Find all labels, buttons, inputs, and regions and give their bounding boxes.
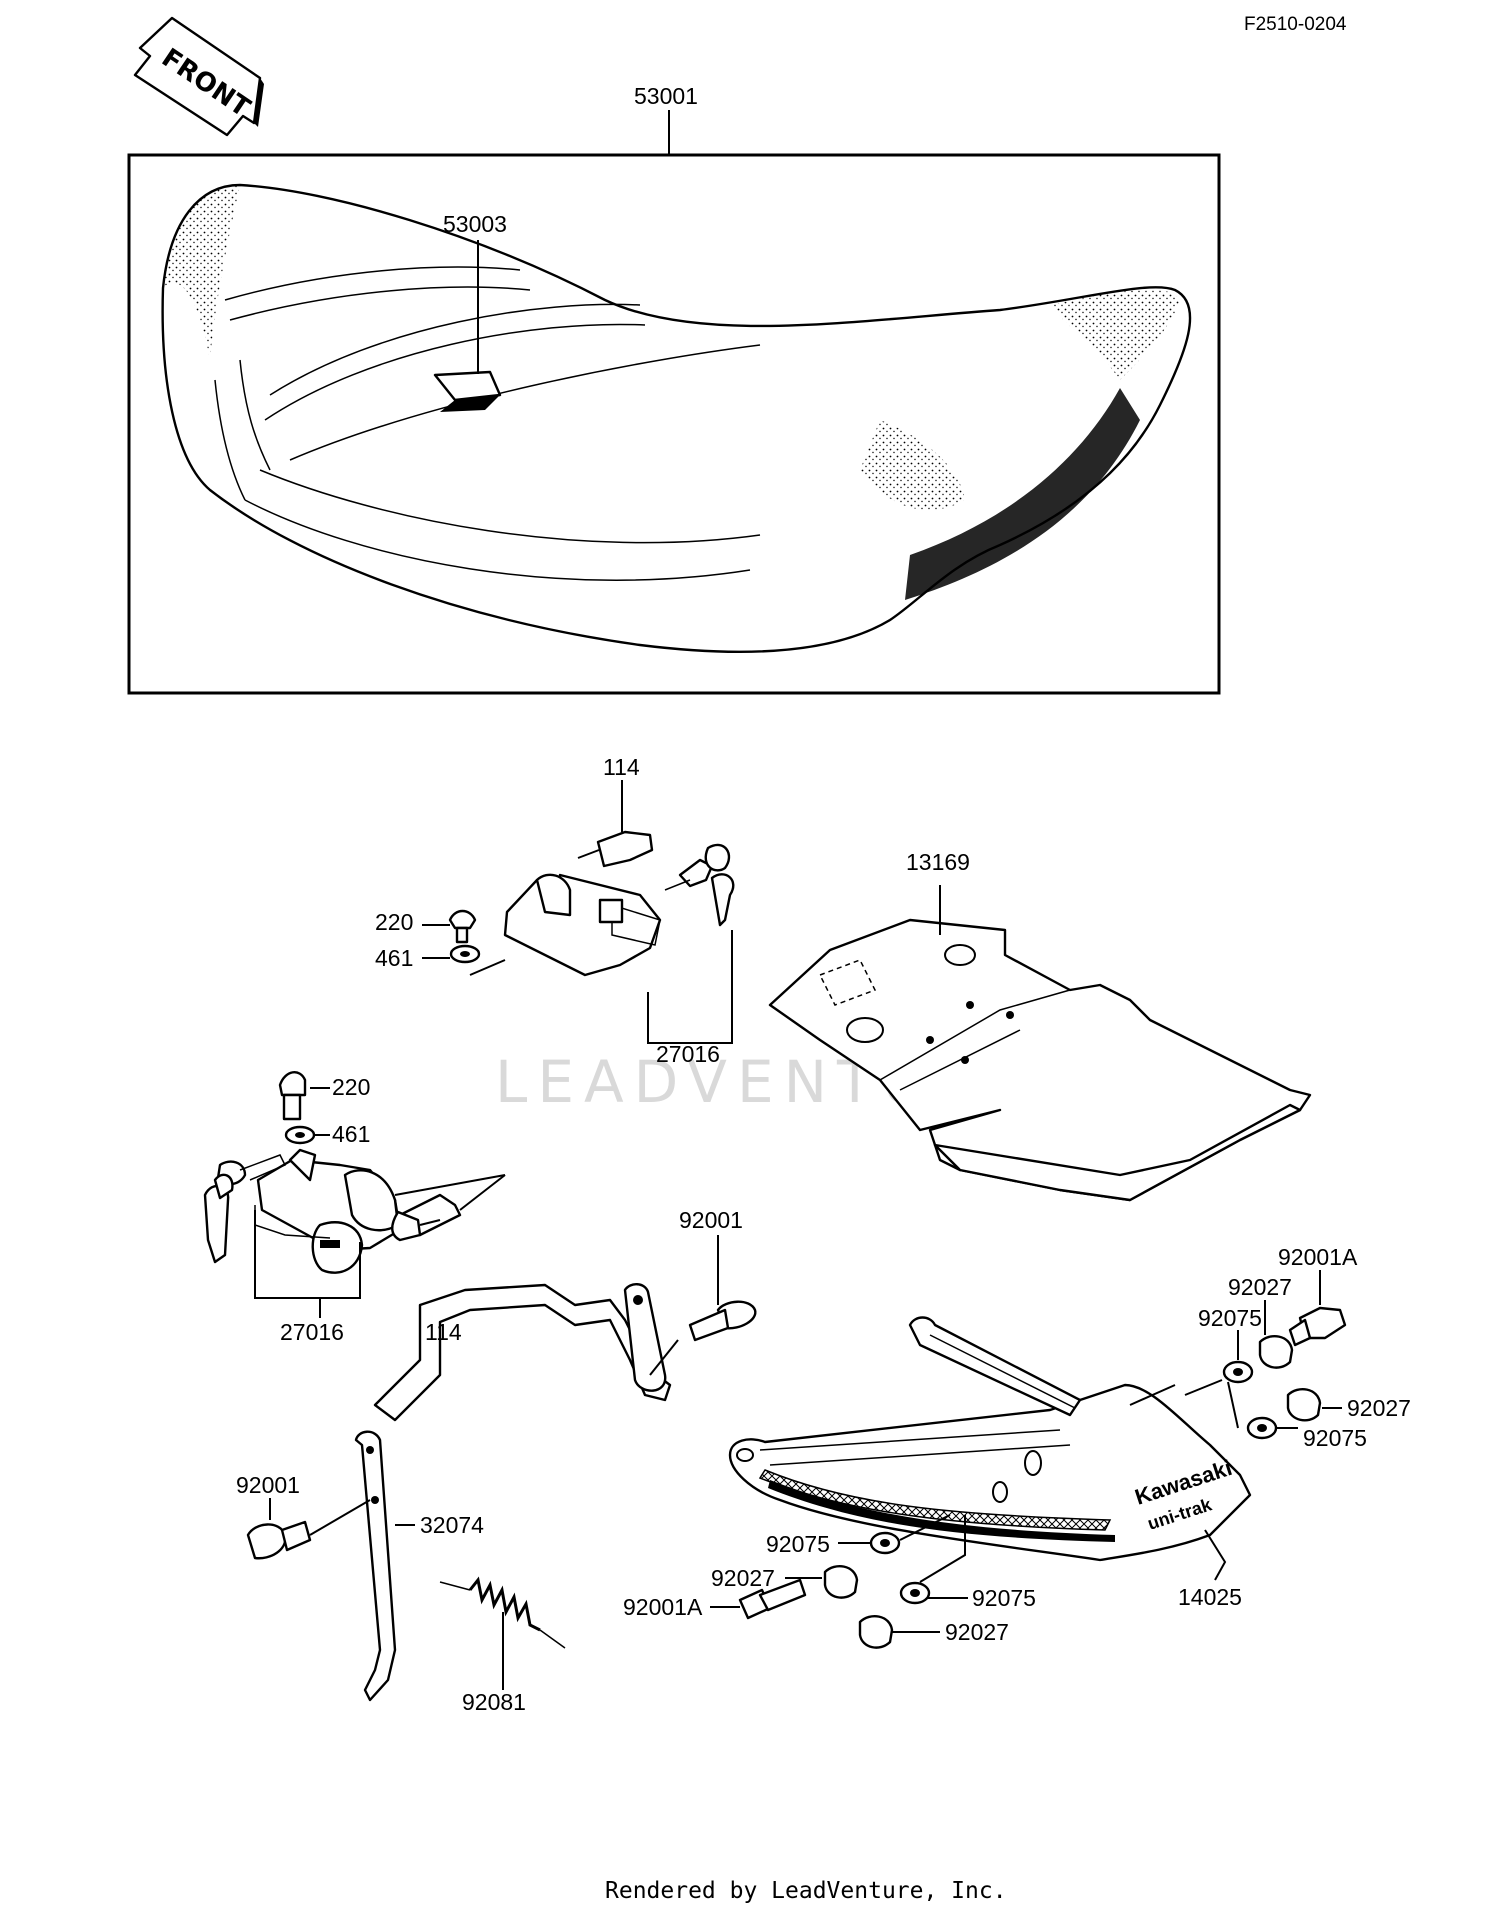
label-13169: 13169 [906, 849, 970, 875]
label-27016-left: 27016 [280, 1319, 344, 1345]
seat-lock-upper [422, 780, 735, 1044]
label-14025: 14025 [1178, 1584, 1242, 1610]
label-92075-left: 92075 [766, 1531, 830, 1557]
label-92027-top: 92027 [1228, 1274, 1292, 1300]
label-92001-top: 92001 [679, 1207, 743, 1233]
label-220-upper: 220 [375, 909, 413, 935]
label-92027-right: 92027 [1347, 1395, 1411, 1421]
seat-lock-lower [203, 1071, 506, 1318]
label-114-lower: 114 [425, 1319, 462, 1345]
label-92075-bottom: 92075 [972, 1585, 1036, 1611]
tray [768, 885, 1312, 1202]
label-220-left: 220 [332, 1074, 370, 1100]
seat-side [905, 388, 1140, 600]
label-92027-bottom: 92027 [945, 1619, 1009, 1645]
grab-rail-fasteners [710, 1270, 1347, 1649]
grab-rail: Kawasaki uni-trak [728, 1316, 1252, 1581]
front-arrow-icon: FRONT [133, 16, 264, 137]
label-92001a-left: 92001A [623, 1594, 703, 1620]
label-92027-left: 92027 [711, 1565, 775, 1591]
label-92081: 92081 [462, 1689, 526, 1715]
label-461-left: 461 [332, 1121, 370, 1147]
seat-top [161, 183, 1192, 654]
label-114-upper: 114 [603, 754, 640, 780]
footer-credit: Rendered by LeadVenture, Inc. [605, 1878, 1007, 1904]
label-92001a-right: 92001A [1278, 1244, 1358, 1270]
label-92075-top: 92075 [1198, 1305, 1262, 1331]
label-92075-right: 92075 [1303, 1425, 1367, 1451]
seat-hook-assembly [246, 1235, 757, 1702]
label-92001-left: 92001 [236, 1472, 300, 1498]
label-53003: 53003 [443, 211, 507, 237]
seat-box [127, 153, 1221, 695]
label-461-upper: 461 [375, 945, 413, 971]
label-27016-upper: 27016 [656, 1041, 720, 1067]
diagram-code: F2510-0204 [1244, 14, 1347, 35]
spring-icon [439, 1576, 566, 1649]
label-53001: 53001 [634, 83, 698, 109]
label-32074: 32074 [420, 1512, 484, 1538]
seat-assembly [127, 110, 1221, 695]
